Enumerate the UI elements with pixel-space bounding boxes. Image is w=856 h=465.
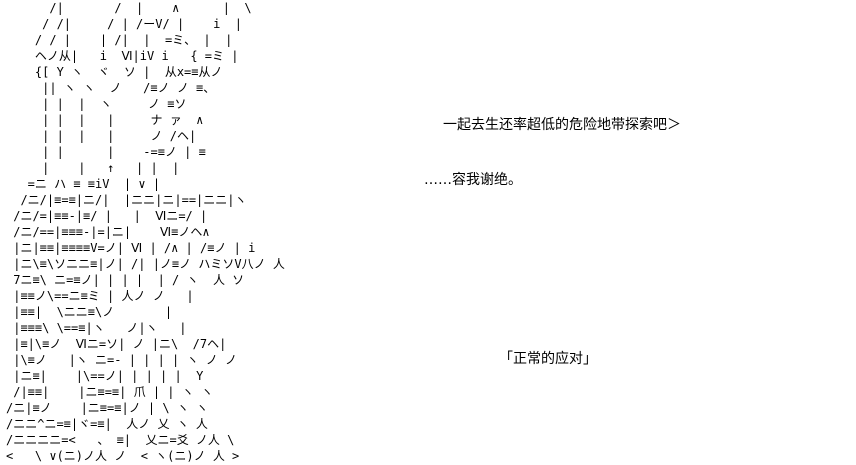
ascii-art-character: /| / | ∧ | \ / /| / | /ーV/ | i | / / | |… xyxy=(6,1,285,463)
dialogue-line-invitation: 一起去生还率超低的危险地带探索吧＞ xyxy=(443,117,681,133)
dialogue-line-refusal: ……容我谢绝。 xyxy=(424,172,522,188)
dialogue-line-caption: 「正常的应对」 xyxy=(499,351,597,367)
